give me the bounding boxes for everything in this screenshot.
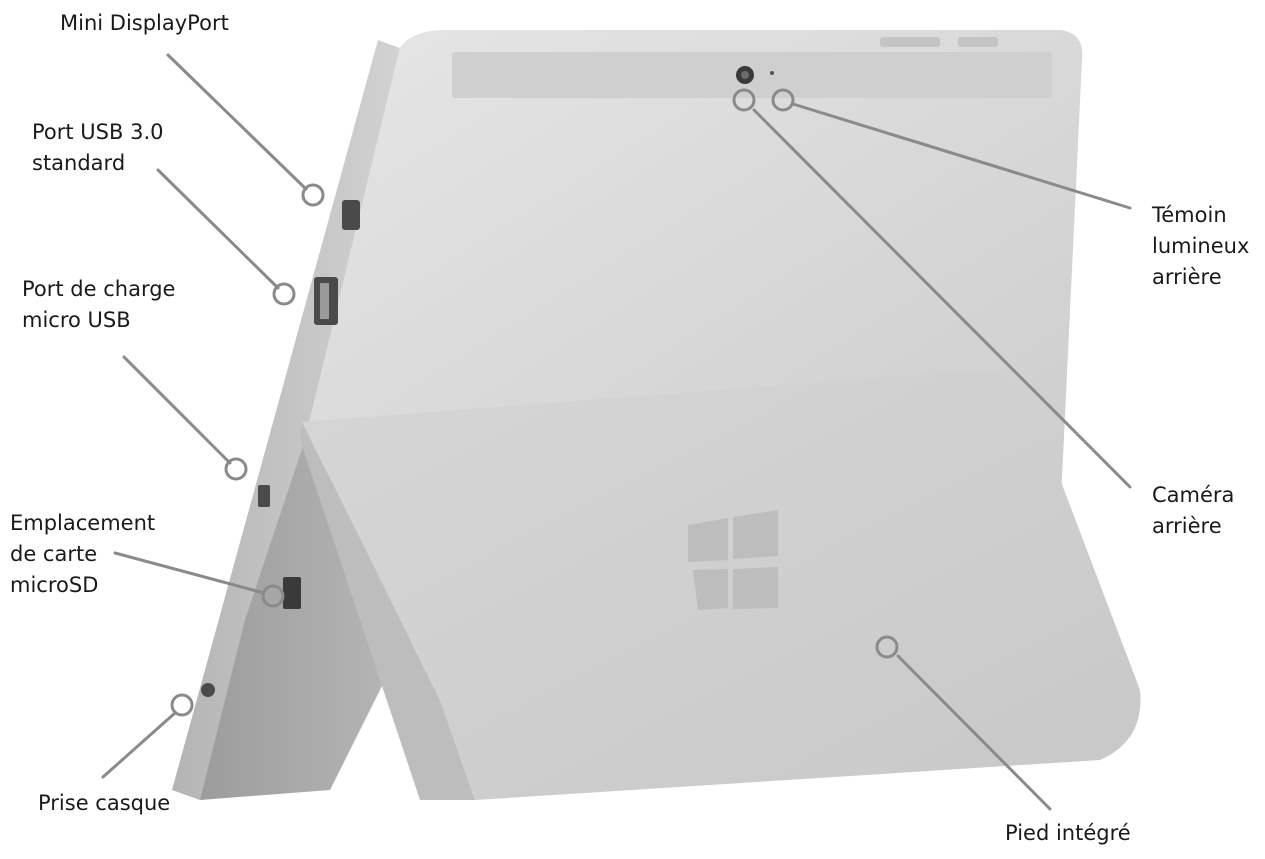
led-dot <box>770 71 774 75</box>
label-headphone-jack: Prise casque <box>38 791 171 815</box>
ring-kickstand <box>875 635 899 659</box>
label-rear-led: Témoin lumineux arrière <box>1152 203 1250 289</box>
kickstand <box>300 370 1141 800</box>
label-usb-port: Port USB 3.0 standard <box>32 120 164 175</box>
leader-usb-port <box>156 168 280 290</box>
leader-lines <box>101 53 1132 811</box>
leader-microsd-slot <box>113 551 266 595</box>
leader-rear-led <box>791 102 1132 210</box>
power-button <box>958 37 998 47</box>
leader-headphone-jack <box>101 711 177 779</box>
ring-mini-displayport <box>301 183 325 207</box>
ring-rear-led <box>771 88 795 112</box>
callout-rings <box>170 88 899 717</box>
ring-charging-port <box>224 457 248 481</box>
volume-button <box>880 37 940 47</box>
microsd-slot <box>283 577 301 609</box>
label-microsd-slot: Emplacement de carte microSD <box>10 511 156 597</box>
leader-mini-displayport <box>166 53 308 191</box>
ring-usb-port <box>272 282 296 306</box>
micro-usb-port <box>258 485 270 507</box>
leader-kickstand <box>896 654 1052 811</box>
leader-charging-port <box>122 355 232 465</box>
ring-headphone-jack <box>170 693 194 717</box>
ring-rear-camera <box>732 88 756 112</box>
label-mini-displayport: Mini DisplayPort <box>60 11 229 35</box>
headphone-jack <box>201 683 215 697</box>
tablet-left-edge <box>172 40 400 800</box>
windows-logo <box>688 510 778 610</box>
leader-rear-camera <box>752 108 1132 489</box>
label-charging-port: Port de charge micro USB <box>22 277 176 332</box>
mini-displayport <box>342 200 360 230</box>
label-kickstand: Pied intégré <box>1005 821 1131 845</box>
label-rear-camera: Caméra arrière <box>1152 483 1235 538</box>
ring-microsd-slot <box>261 584 285 608</box>
